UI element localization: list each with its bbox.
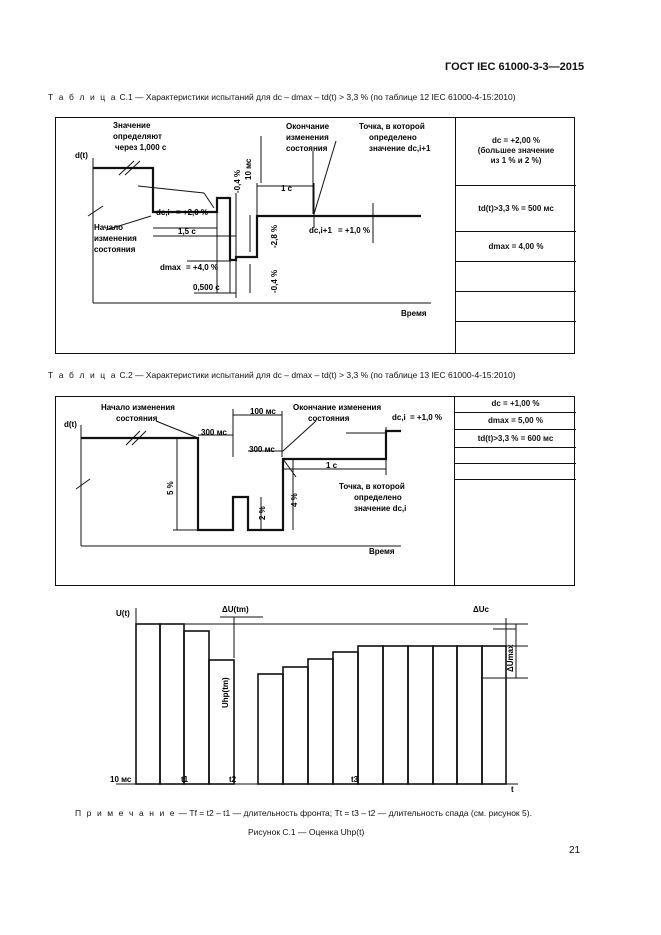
table-c1-right-column: dc = +2,00 % (большее значение из 1 % и … (455, 117, 576, 354)
table-c1-row-empty-1 (456, 262, 576, 292)
table-c1: dc = +2,00 % (большее значение из 1 % и … (55, 117, 576, 354)
c1-m04a: -0,4 % (233, 170, 242, 193)
c1-point-1: Точка, в которой (359, 122, 425, 131)
c2-point-2: определено (354, 493, 402, 502)
c1-dci: dc,i (156, 208, 170, 217)
c1-t10ms: 10 мс (244, 158, 253, 180)
table-c2-right-column: dc = +1,00 % dmax = 5,00 % td(t)>3,3 % =… (454, 396, 576, 586)
c1-start-1: Начало (94, 223, 123, 232)
c1-value-defined-3: через 1,000 с (115, 143, 167, 152)
c1-dmax: dmax (160, 263, 181, 272)
page-number: 21 (569, 845, 581, 856)
figure-caption: Рисунок С.1 — Оценка Uhp(t) (248, 827, 365, 837)
c1-plus2: = +2,0 % (176, 208, 208, 217)
fc1-t2: t2 (229, 775, 237, 784)
c2-300ms-a: 300 мс (201, 428, 227, 437)
c1-plus4: = +4,0 % (186, 263, 218, 272)
figure-c1: U(t) t ΔU(tm) ΔUc ΔUmax Uhp(tm) 10 мс t1… (110, 605, 528, 793)
c1-t0500: 0,500 с (193, 283, 220, 292)
table-c2-row-dc: dc = +1,00 % (455, 396, 576, 413)
table-c2-chart: d(t) Время Начало изменения состояния Ок… (64, 403, 442, 556)
c1-point-2: определено (369, 133, 417, 142)
c1-t15: 1,5 с (178, 227, 196, 236)
dc-note-2: из 1 % и 2 %) (490, 156, 542, 165)
c1-dci1: dc,i+1 (309, 226, 332, 235)
c2-plus1: = +1,0 % (410, 413, 442, 422)
dc-note-1: (большее значение (477, 146, 555, 155)
c2-end-1: Окончание изменения (293, 403, 381, 412)
c1-end-2: изменения (286, 133, 329, 142)
c1-t1: 1 с (281, 184, 293, 193)
fc1-x-label: t (511, 785, 514, 793)
table-c1-chart: d(t) Время Значение определяют через 1,0… (75, 121, 431, 318)
fc1-u-hp: Uhp(tm) (221, 677, 230, 708)
c2-point-1: Точка, в которой (339, 482, 405, 491)
figure-note-prefix: П р и м е ч а н и е (75, 808, 177, 818)
c1-m04b: -0,4 % (270, 270, 279, 293)
table-c2-row-empty-1 (455, 448, 576, 464)
c1-value-defined-2: определяют (113, 132, 162, 141)
fc1-delta-u-tm: ΔU(tm) (222, 605, 249, 614)
c1-y-label: d(t) (75, 151, 88, 160)
c1-end-3: состояния (286, 144, 328, 153)
c2-p4: 4 % (290, 493, 299, 507)
td-value: td(t)>3,3 % = 500 мс (478, 203, 554, 213)
figure-note: П р и м е ч а н и е — Tf = t2 – t1 — дли… (75, 808, 532, 818)
table-c1-row-dmax: dmax = 4,00 % (456, 232, 576, 262)
c1-point-3: значение dc,i+1 (369, 144, 431, 153)
fc1-steps (135, 623, 507, 785)
table-c2-row-td: td(t)>3,3 % = 600 мс (455, 430, 576, 448)
table-c1-caption-ref: (по таблице 12 IEC 61000-4-15:2010) (370, 92, 516, 102)
table-c2-caption: Т а б л и ц а С.2 — Характеристики испыт… (48, 370, 516, 380)
c2-signal (81, 429, 401, 532)
fc1-t3: t3 (351, 775, 359, 784)
c1-start-3: состояния (94, 245, 136, 254)
c2-start-1: Начало изменения (101, 403, 175, 412)
c2-start-2: состояния (116, 414, 158, 423)
c2-100ms: 100 мс (250, 407, 276, 416)
c1-start-2: изменения (94, 234, 137, 243)
c2-y-label: d(t) (64, 420, 77, 429)
fc1-delta-umax: ΔUmax (506, 644, 515, 672)
table-c2: dc = +1,00 % dmax = 5,00 % td(t)>3,3 % =… (55, 396, 576, 586)
c1-plus1: = +1,0 % (338, 226, 370, 235)
table-c1-row-dc: dc = +2,00 % (большее значение из 1 % и … (456, 117, 576, 186)
table-c2-caption-text: С.2 — Характеристики испытаний для dc – … (119, 370, 369, 380)
c1-m28: -2,8 % (270, 225, 279, 248)
c2-t1: 1 с (326, 461, 338, 470)
fc1-t1: t1 (181, 775, 189, 784)
table-c2-caption-prefix: Т а б л и ц а (48, 370, 118, 380)
table-c1-row-empty-2 (456, 292, 576, 322)
table-c1-row-td: td(t)>3,3 % = 500 мс (456, 186, 576, 232)
c1-value-defined-1: Значение (113, 121, 151, 130)
dmax-value: dmax = 4,00 % (488, 241, 544, 251)
c2-x-label: Время (369, 547, 395, 556)
fc1-10ms: 10 мс (110, 775, 132, 784)
c2-dmax-value: dmax = 5,00 % (488, 416, 543, 425)
fc1-delta-uc: ΔUc (473, 605, 490, 614)
table-c1-caption-prefix: Т а б л и ц а (48, 92, 118, 102)
table-c2-row-dmax: dmax = 5,00 % (455, 413, 576, 430)
table-c2-caption-ref: (по таблице 13 IEC 61000-4-15:2010) (370, 370, 516, 380)
table-c1-caption-text: С.1 — Характеристики испытаний для dc – … (119, 92, 369, 102)
fc1-y-label: U(t) (116, 609, 130, 618)
c2-end-2: состояния (308, 414, 350, 423)
c2-point-3: значение dc,i (354, 504, 406, 513)
figure-note-text: — Tf = t2 – t1 — длительность фронта; Tt… (178, 808, 532, 818)
c2-dc-value: dc = +1,00 % (491, 399, 540, 408)
c2-p5: 5 % (166, 481, 175, 495)
document-id: ГОСТ IEC 61000-3-3—2015 (445, 61, 585, 73)
c2-td-value: td(t)>3,3 % = 600 мс (477, 433, 554, 443)
c1-x-label: Время (401, 309, 427, 318)
c2-300ms-b: 300 мс (249, 445, 275, 454)
c1-end-1: Окончание (286, 122, 330, 131)
dc-value: dc = +2,00 % (491, 136, 541, 145)
table-c1-caption: Т а б л и ц а С.1 — Характеристики испыт… (48, 92, 516, 102)
c2-p2: 2 % (258, 506, 267, 520)
table-c2-row-empty-2 (455, 464, 576, 480)
c2-dci: dc,i (392, 413, 406, 422)
